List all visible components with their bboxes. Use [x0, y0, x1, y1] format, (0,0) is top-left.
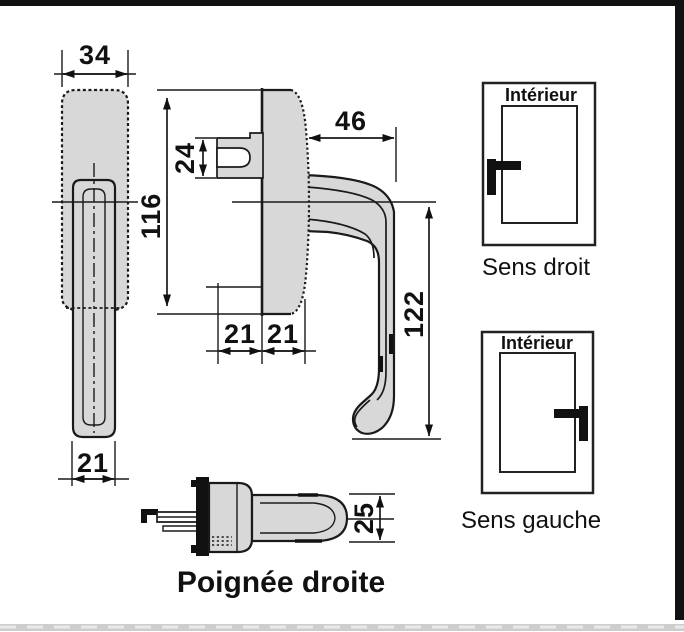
side-grip-inner-contour — [82, 188, 106, 426]
window-handle-icon — [554, 406, 588, 441]
dimension-46: 46 — [308, 106, 397, 182]
window-handle-icon — [487, 159, 521, 195]
sens-droit-caption: Sens droit — [482, 254, 590, 281]
handle-hinge-bar — [579, 406, 588, 441]
grip-bottom-view-outline — [250, 493, 349, 543]
top-frame-bar — [0, 0, 684, 6]
front-view — [206, 88, 436, 435]
interior-label: Intérieur — [505, 85, 577, 105]
handle-hinge-bar — [487, 159, 496, 195]
handle-lever-bar — [496, 161, 521, 170]
lever-hook-contour — [353, 399, 371, 428]
drawing-caption: Poignée droite — [177, 566, 385, 599]
spindle-slot — [216, 147, 251, 168]
spindle-clip — [141, 509, 158, 523]
dimension-label-116: 116 — [136, 193, 166, 240]
dimension-21-side: 21 — [58, 441, 129, 486]
dimension-21-21: 21 21 — [206, 299, 316, 364]
dimension-34: 34 — [54, 40, 136, 87]
side-view — [52, 88, 138, 439]
rosette-outline — [207, 481, 254, 554]
dimension-label-25: 25 — [349, 502, 379, 534]
spindle-rod — [162, 525, 199, 532]
flange-tab-top — [191, 480, 197, 487]
lever-outline — [301, 173, 396, 435]
flange-tab-bottom — [191, 545, 197, 553]
flange-plate — [196, 477, 209, 556]
rosette-knurl-dots — [212, 536, 232, 546]
side-body-fill — [62, 90, 128, 437]
lever-top-contour — [305, 186, 387, 401]
handle-lever-bar — [554, 409, 579, 418]
side-body-outline — [60, 88, 130, 312]
right-frame-bar — [675, 0, 684, 620]
window-diagram-sens-gauche: Intérieur Sens gauche — [461, 330, 601, 534]
interior-label: Intérieur — [501, 333, 573, 353]
dimension-label-46: 46 — [335, 106, 367, 136]
dimension-label-21-left: 21 — [224, 319, 256, 349]
dimension-116: 116 — [136, 89, 262, 315]
dimension-122: 122 — [352, 206, 441, 440]
dimension-label-34: 34 — [79, 40, 111, 70]
dimension-label-21-right: 21 — [267, 319, 299, 349]
dimension-25: 25 — [349, 493, 395, 543]
side-grip-outline — [71, 178, 117, 439]
dimension-label-21-side: 21 — [77, 448, 109, 478]
lever-bottom-contour — [305, 218, 375, 259]
dimension-label-122: 122 — [399, 290, 429, 338]
sens-gauche-caption: Sens gauche — [461, 507, 601, 534]
dimension-label-24: 24 — [170, 142, 200, 174]
bottom-band — [0, 624, 684, 631]
dimension-24: 24 — [170, 137, 216, 179]
bottom-view — [141, 477, 394, 556]
grip-bottom-view-inner — [260, 502, 336, 534]
window-diagram-sens-droit: Intérieur Sens droit — [481, 81, 597, 281]
